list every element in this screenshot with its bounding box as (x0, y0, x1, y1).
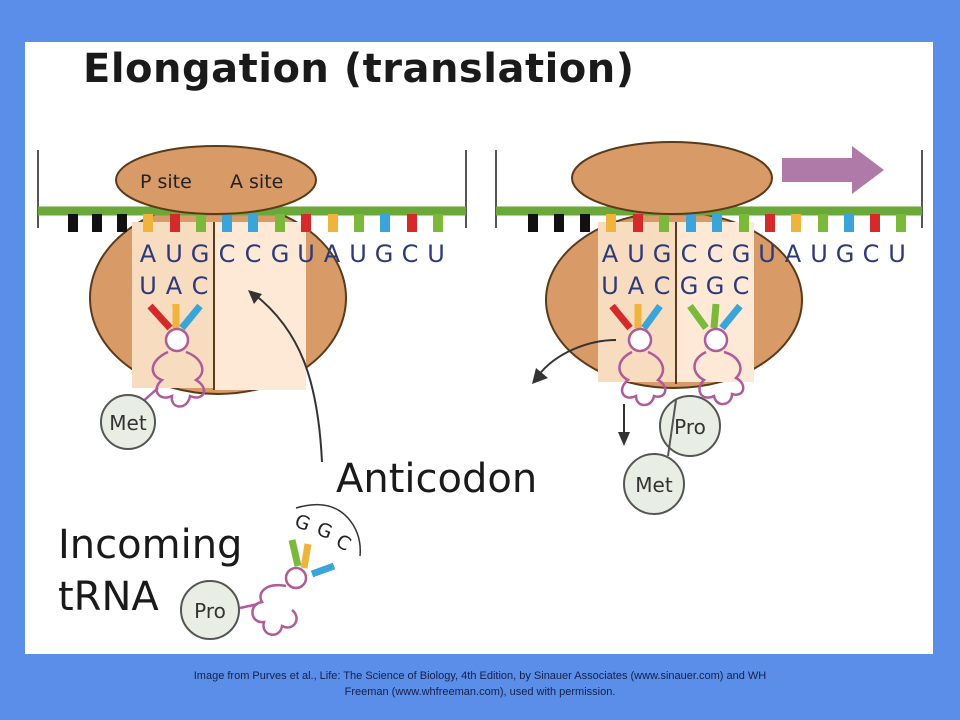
page-title: Elongation (translation) (83, 46, 635, 92)
anticodon-base: G (706, 272, 725, 300)
mrna-base: U (165, 240, 183, 268)
mrna-ticks-left (68, 214, 443, 232)
mrna-base: G (191, 240, 210, 268)
mrna-base: U (349, 240, 367, 268)
anticodon-base: A (628, 272, 645, 300)
mrna-base: C (863, 240, 880, 268)
trna-met-left (139, 303, 206, 408)
mrna-sequence-right: A U G C C G U A U G C U (602, 240, 906, 268)
credit-line-2: Freeman (www.whfreeman.com), used with p… (344, 686, 616, 698)
anticodon-met-left: U A C (139, 272, 208, 300)
ribosome-large-subunit-right (545, 211, 803, 389)
incoming-trna-label-line2: tRNA (58, 574, 159, 620)
mrna-base: U (758, 240, 776, 268)
mrna-base: C (707, 240, 724, 268)
mrna-base: U (810, 240, 828, 268)
mrna-base: A (140, 240, 157, 268)
trna-met-right (609, 303, 667, 407)
anticodon-base: C (332, 530, 355, 556)
anticodon-base: G (314, 518, 335, 544)
mrna-base: C (681, 240, 698, 268)
anticodon-pointer-arrow (253, 293, 323, 463)
mrna-base: U (888, 240, 906, 268)
mrna-base: G (732, 240, 751, 268)
exit-arrow-trna (537, 339, 617, 377)
anticodon-label: Anticodon (336, 456, 537, 502)
mrna-base: U (627, 240, 645, 268)
mrna-base: G (653, 240, 672, 268)
svg-text:Pro: Pro (194, 599, 226, 623)
mrna-base: C (219, 240, 236, 268)
anticodon-base: U (139, 272, 157, 300)
anticodon-pro-right: G G C (680, 272, 750, 300)
slide-panel: Elongation (translation) (25, 42, 933, 654)
incoming-trna (239, 539, 336, 636)
ribosome-small-subunit-left (115, 145, 317, 215)
mrna-base: U (297, 240, 315, 268)
mrna-base: C (402, 240, 419, 268)
a-site-label: A site (230, 171, 283, 193)
amino-acid-met-right: Met (623, 453, 685, 515)
image-credit: Image from Purves et al., Life: The Scie… (40, 668, 920, 700)
anticodon-base: C (192, 272, 209, 300)
incoming-anticodon: G G C (292, 503, 361, 557)
anticodon-base: G (292, 510, 313, 536)
mrna-base: U (427, 240, 445, 268)
anticodon-base: A (166, 272, 183, 300)
mrna-base: A (324, 240, 341, 268)
elongation-diagram: P site A site A U G C C G U A U G C U U … (37, 141, 923, 640)
trna-pro-right (687, 303, 745, 406)
svg-text:Met: Met (109, 411, 147, 435)
amino-acid-met-left: Met (100, 394, 156, 450)
anticodon-base: U (601, 272, 619, 300)
mrna-base: G (836, 240, 855, 268)
anticodon-met-right: U A C (601, 272, 670, 300)
incoming-trna-label-line1: Incoming (58, 522, 242, 568)
mrna-base: A (602, 240, 619, 268)
mrna-base: A (785, 240, 802, 268)
mrna-ticks-right (528, 214, 906, 232)
svg-text:Pro: Pro (674, 415, 706, 439)
translocation-arrow (782, 146, 884, 194)
anticodon-base: C (654, 272, 671, 300)
mrna-base: G (271, 240, 290, 268)
anticodon-base: C (733, 272, 750, 300)
svg-text:Met: Met (635, 473, 673, 497)
mrna-sequence-left: A U G C C G U A U G C U (140, 240, 445, 268)
ribosome-large-subunit-left (89, 201, 347, 395)
anticodon-base: G (680, 272, 699, 300)
ribosome-small-subunit-right (571, 141, 773, 215)
credit-line-1: Image from Purves et al., Life: The Scie… (193, 670, 767, 682)
mrna-base: G (375, 240, 394, 268)
mrna-base: C (245, 240, 262, 268)
p-site-label: P site (140, 171, 192, 193)
amino-acid-pro-incoming: Pro (180, 580, 240, 640)
